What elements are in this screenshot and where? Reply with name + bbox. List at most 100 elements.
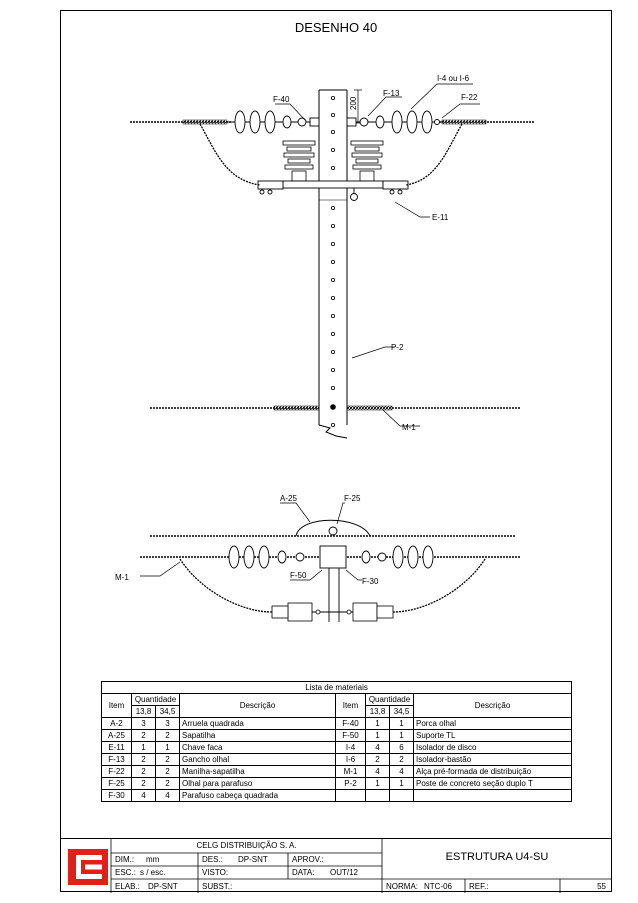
row-qty-13-8: 2 — [131, 765, 156, 778]
dimension-200-label: 200 — [349, 96, 358, 110]
company-logo-icon — [68, 849, 108, 885]
row-description: Alça pré-formada de distribuição — [412, 765, 573, 778]
label-f50: F-50 — [290, 571, 307, 580]
header-quantidade-right: Quantidade — [365, 693, 414, 706]
header-item-left: Item — [101, 693, 132, 718]
aprov-label: APROV.: — [292, 855, 324, 864]
dim-label: DIM.: — [115, 855, 135, 864]
header-v1-right: 13,8 — [365, 705, 390, 718]
row-qty-13-8: 1 — [131, 741, 156, 754]
materials-header-row: Item Quantidade Descrição Item Quantidad… — [101, 693, 573, 718]
plan-leader-lines — [140, 502, 362, 581]
elevation-view: 200 — [130, 74, 535, 439]
table-row: F-13 2 2 Gancho olhal I-6 2 2 Isolador-b… — [101, 753, 573, 766]
top-conductors — [130, 119, 535, 125]
row-item: F-50 — [335, 729, 366, 742]
row-qty-34-5: 2 — [155, 753, 180, 766]
row-item: F-40 — [335, 717, 366, 730]
row-description: Arruela quadrada — [179, 717, 336, 730]
data-value: OUT/12 — [330, 868, 359, 877]
table-row: A-2 3 3 Arruela quadrada F-40 1 1 Porca … — [101, 717, 573, 730]
row-qty-13-8: 2 — [131, 753, 156, 766]
row-qty-13-8: 3 — [131, 717, 156, 730]
pole-holes — [330, 96, 336, 427]
row-qty-34-5: 2 — [155, 777, 180, 790]
subst-label: SUBST.: — [202, 882, 233, 891]
row-description: Manilha-sapatilha — [179, 765, 336, 778]
row-description: Sapatilha — [179, 729, 336, 742]
label-f25: F-25 — [344, 494, 361, 503]
row-qty-34-5: 1 — [389, 729, 414, 742]
row-qty-34-5: 2 — [155, 765, 180, 778]
row-item: F-25 — [101, 777, 132, 790]
row-qty-34-5: 6 — [389, 741, 414, 754]
row-description: Isolador de disco — [412, 741, 573, 754]
row-description: Poste de concreto seção duplo T — [412, 777, 573, 790]
row-description — [412, 789, 573, 802]
row-qty-34-5: 4 — [389, 765, 414, 778]
plan-view: A-25 F-25 M-1 F-50 F-30 — [115, 494, 520, 622]
header-quantidade-left: Quantidade — [131, 693, 180, 706]
right-insulator-string — [346, 110, 442, 134]
row-description: Parafuso cabeça quadrada — [179, 789, 336, 802]
drawing-name: ESTRUTURA U4-SU — [445, 851, 549, 863]
row-qty-13-8: 4 — [365, 765, 390, 778]
table-row: A-25 2 2 Sapatilha F-50 1 1 Suporte TL — [101, 729, 573, 742]
row-description: Gancho olhal — [179, 753, 336, 766]
row-item: A-25 — [101, 729, 132, 742]
drawing-title: DESENHO 40 — [294, 20, 378, 35]
des-value: DP-SNT — [238, 855, 268, 864]
row-qty-13-8: 2 — [365, 753, 390, 766]
row-qty-13-8: 1 — [365, 777, 390, 790]
row-qty-13-8: 2 — [131, 729, 156, 742]
left-insulator-string — [226, 110, 320, 134]
row-item: A-2 — [101, 717, 132, 730]
header-v2-left: 34,5 — [155, 705, 180, 718]
title-block-grid — [110, 839, 612, 893]
header-v2-right: 34,5 — [389, 705, 414, 718]
row-qty-34-5: 4 — [155, 789, 180, 802]
row-qty-34-5: 2 — [389, 753, 414, 766]
title-block: CELG DISTRIBUIÇÃO S. A. DIM.: mm DES.: D… — [60, 838, 612, 893]
label-p2: P-2 — [391, 343, 404, 352]
ref-label: REF.: — [469, 882, 489, 891]
switch-bracket — [257, 180, 409, 201]
row-item: M-1 — [335, 765, 366, 778]
esc-value: s / esc. — [140, 868, 166, 877]
row-qty-34-5: 1 — [389, 777, 414, 790]
materials-caption-row: Lista de materiais — [100, 681, 573, 694]
plan-jumpers — [179, 558, 486, 613]
row-qty-34-5: 3 — [155, 717, 180, 730]
header-item-right: Item — [335, 693, 366, 718]
table-row: F-22 2 2 Manilha-sapatilha M-1 4 4 Alça … — [101, 765, 573, 778]
row-item: F-22 — [101, 765, 132, 778]
row-description: Chave faca — [179, 741, 336, 754]
norma-label: NORMA: — [386, 882, 418, 891]
row-item: E-11 — [101, 741, 132, 754]
des-label: DES.: — [202, 855, 223, 864]
row-description: Porca olhal — [412, 717, 573, 730]
row-description: Suporte TL — [412, 729, 573, 742]
neutral-conductor — [150, 405, 520, 411]
row-description: Isolador-bastão — [412, 753, 573, 766]
row-item: I-6 — [335, 753, 366, 766]
row-qty-13-8: 1 — [365, 729, 390, 742]
drawing-sheet — [60, 10, 612, 892]
plan-pin-insulators — [271, 602, 394, 622]
page-number: 55 — [597, 882, 606, 891]
label-m1-plan: M-1 — [115, 573, 129, 582]
row-qty-13-8: 4 — [365, 741, 390, 754]
header-descricao-left: Descrição — [179, 693, 336, 718]
label-f13: F-13 — [383, 89, 400, 98]
materials-table: Lista de materiais Item Quantidade Descr… — [100, 681, 573, 802]
data-label: DATA: — [292, 868, 315, 877]
row-item: F-13 — [101, 753, 132, 766]
header-descricao-right: Descrição — [412, 693, 573, 718]
company-name: CELG DISTRIBUIÇÃO S. A. — [196, 841, 297, 850]
pin-insulators — [282, 140, 384, 182]
esc-label: ESC.: — [115, 868, 136, 877]
label-a25: A-25 — [280, 494, 297, 503]
row-item: I-4 — [335, 741, 366, 754]
row-qty-34-5 — [389, 789, 414, 802]
row-item: F-30 — [101, 789, 132, 802]
